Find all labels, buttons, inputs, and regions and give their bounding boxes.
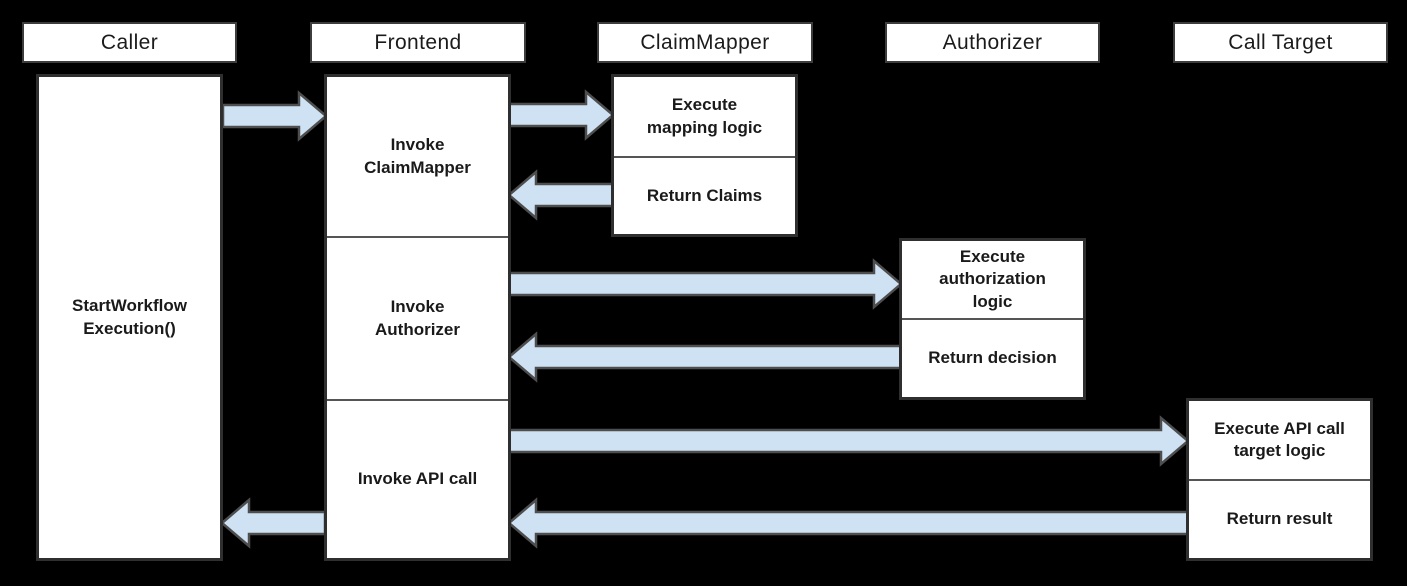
lifeline-header-claimmapper: ClaimMapper (597, 22, 813, 63)
step-invoke-api-call: Invoke API call (327, 399, 508, 558)
lifeline-header-frontend: Frontend (310, 22, 526, 63)
lifeline-header-calltarget: Call Target (1173, 22, 1388, 63)
lifeline-header-caller: Caller (22, 22, 237, 63)
arrow-frontend-to-calltarget (507, 415, 1190, 467)
arrow-frontend-to-authorizer (507, 258, 903, 310)
activation-authorizer: Execute authorization logic Return decis… (899, 238, 1086, 400)
step-return-decision: Return decision (902, 318, 1083, 397)
step-invoke-claimmapper: Invoke ClaimMapper (364, 135, 471, 177)
arrow-calltarget-to-frontend (507, 497, 1190, 549)
arrow-caller-to-frontend (221, 90, 328, 142)
arrow-frontend-to-caller (220, 497, 327, 549)
step-execute-mapping-logic: Execute mapping logic (646, 95, 763, 137)
lifeline-label-frontend: Frontend (374, 30, 462, 54)
step-execute-api-call-target-logic: Execute API call target logic (1214, 418, 1345, 460)
arrow-authorizer-to-frontend (507, 331, 903, 383)
activation-claimmapper: Execute mapping logic Return Claims (611, 74, 798, 237)
arrow-claimmapper-to-frontend (507, 169, 615, 221)
step-execute-authorization-logic: Execute authorization logic (939, 247, 1046, 311)
activation-frontend: Invoke ClaimMapper Invoke Authorizer Inv… (324, 74, 511, 561)
lifeline-label-caller: Caller (100, 30, 159, 54)
arrow-frontend-to-claimmapper (507, 89, 615, 141)
activation-caller: StartWorkflow Execution() (36, 74, 223, 561)
lifeline-header-authorizer: Authorizer (885, 22, 1100, 63)
lifeline-label-authorizer: Authorizer (942, 30, 1043, 54)
step-invoke-authorizer: Invoke Authorizer (327, 236, 508, 399)
step-return-result: Return result (1189, 479, 1370, 558)
step-return-claims: Return Claims (614, 156, 795, 234)
activation-calltarget: Execute API call target logic Return res… (1186, 398, 1373, 561)
lifeline-label-claimmapper: ClaimMapper (640, 30, 770, 54)
step-startworkflow-execution: StartWorkflow Execution() (72, 296, 187, 338)
lifeline-label-calltarget: Call Target (1228, 30, 1333, 54)
